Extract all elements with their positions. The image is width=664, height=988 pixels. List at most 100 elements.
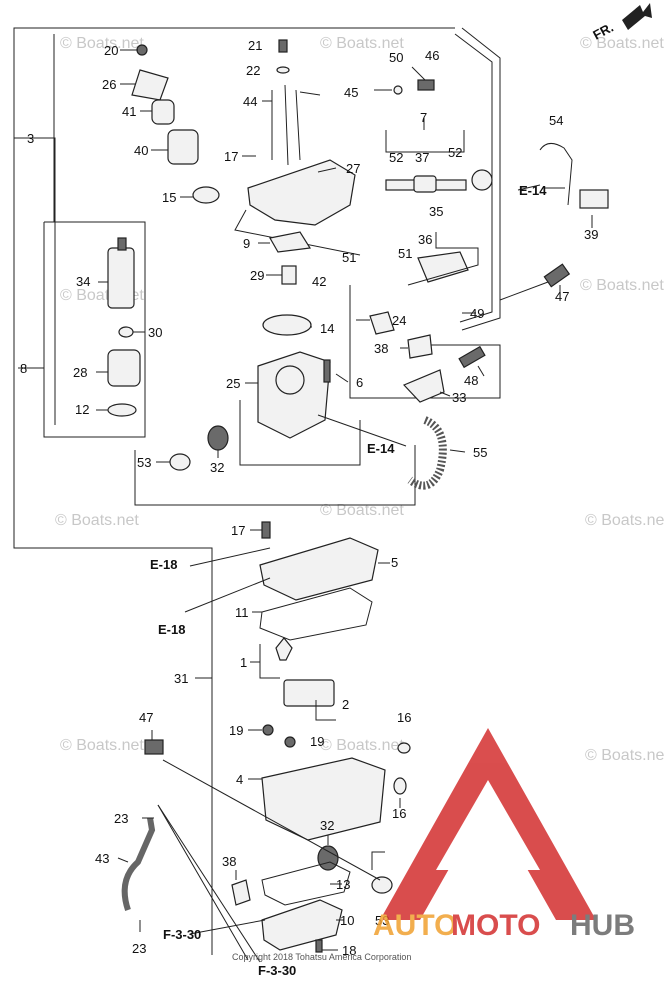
callout-15[interactable]: 15 <box>162 190 176 205</box>
callout-20[interactable]: 20 <box>104 43 118 58</box>
callout-17-top[interactable]: 17 <box>224 149 238 164</box>
o-ring <box>107 403 137 417</box>
callout-23-bottom[interactable]: 23 <box>132 941 146 956</box>
callout-47-bottom[interactable]: 47 <box>139 710 153 725</box>
washer-50 <box>393 85 403 95</box>
screw <box>136 44 148 56</box>
callout-10[interactable]: 10 <box>340 913 354 928</box>
logo-mark-icon <box>380 728 596 920</box>
callout-17-bottom[interactable]: 17 <box>231 523 245 538</box>
callout-35[interactable]: 35 <box>429 204 443 219</box>
callout-49[interactable]: 49 <box>470 306 484 321</box>
callout-51-right[interactable]: 51 <box>398 246 412 261</box>
valve-29 <box>281 265 297 285</box>
fuel-pump-cushion <box>118 326 134 338</box>
fuel-filter <box>167 129 199 165</box>
callout-6[interactable]: 6 <box>356 375 363 390</box>
callout-4[interactable]: 4 <box>236 772 243 787</box>
watermark-text: © Boats.net <box>320 35 404 52</box>
logo-moto-text: MOTO <box>451 909 540 942</box>
callout-14[interactable]: 14 <box>320 321 334 336</box>
clamp-38b <box>231 879 251 906</box>
callout-37[interactable]: 37 <box>415 150 429 165</box>
logo-mark-inner <box>436 780 540 870</box>
callout-32-bottom[interactable]: 32 <box>320 818 334 833</box>
callout-9[interactable]: 9 <box>243 236 250 251</box>
ref-e14-middle[interactable]: E-14 <box>367 441 395 456</box>
callout-18[interactable]: 18 <box>342 943 356 958</box>
callout-48[interactable]: 48 <box>464 373 478 388</box>
callout-16-top[interactable]: 16 <box>397 710 411 725</box>
callout-27[interactable]: 27 <box>346 161 360 176</box>
callout-39[interactable]: 39 <box>584 227 598 242</box>
callout-23-top[interactable]: 23 <box>114 811 128 826</box>
front-arrow-icon <box>622 3 652 30</box>
callout-19-right[interactable]: 19 <box>310 734 324 749</box>
callout-47-top[interactable]: 47 <box>555 289 569 304</box>
callout-41[interactable]: 41 <box>122 104 136 119</box>
callout-21[interactable]: 21 <box>248 38 262 53</box>
callout-42[interactable]: 42 <box>312 274 326 289</box>
cover-10 <box>261 899 343 951</box>
callout-45[interactable]: 45 <box>344 85 358 100</box>
callout-51-left[interactable]: 51 <box>342 250 356 265</box>
callout-29[interactable]: 29 <box>250 268 264 283</box>
callout-52-right[interactable]: 52 <box>448 145 462 160</box>
ref-f330-bottom[interactable]: F-3-30 <box>258 963 296 978</box>
callout-12[interactable]: 12 <box>75 402 89 417</box>
injector-1 <box>275 637 293 661</box>
callout-43[interactable]: 43 <box>95 851 109 866</box>
fuel-pump-group <box>96 237 145 417</box>
gasket-13 <box>261 861 351 906</box>
screw-19 <box>262 724 274 736</box>
gasket-11 <box>259 587 373 641</box>
callout-34[interactable]: 34 <box>76 274 90 289</box>
callout-7[interactable]: 7 <box>420 110 427 125</box>
bolt-48 <box>458 345 486 369</box>
clip-39 <box>579 189 609 209</box>
watermark-text: © Boats.net <box>580 35 664 52</box>
callout-11[interactable]: 11 <box>235 605 249 620</box>
callout-25[interactable]: 25 <box>226 376 240 391</box>
callouts: 3 20 26 41 40 15 21 22 44 45 50 46 7 52 … <box>20 38 598 958</box>
callout-22[interactable]: 22 <box>246 63 260 78</box>
callout-38-top[interactable]: 38 <box>374 341 388 356</box>
logo-auto-text: AUTO <box>373 909 457 942</box>
callout-1[interactable]: 1 <box>240 655 247 670</box>
callout-3[interactable]: 3 <box>27 131 34 146</box>
ref-e18-top[interactable]: E-18 <box>150 557 177 572</box>
pressure-regulator <box>417 251 469 283</box>
spring <box>151 99 175 125</box>
callout-26[interactable]: 26 <box>102 77 116 92</box>
callout-54[interactable]: 54 <box>549 113 563 128</box>
callout-16-bottom[interactable]: 16 <box>392 806 406 821</box>
callout-53-top[interactable]: 53 <box>137 455 151 470</box>
callout-36[interactable]: 36 <box>418 232 432 247</box>
regulator-spring <box>413 175 437 193</box>
ref-f330-left[interactable]: F-3-30 <box>163 927 201 942</box>
callout-44[interactable]: 44 <box>243 94 257 109</box>
callout-50[interactable]: 50 <box>389 50 403 65</box>
callout-33[interactable]: 33 <box>452 390 466 405</box>
callout-2[interactable]: 2 <box>342 697 349 712</box>
callout-30[interactable]: 30 <box>148 325 162 340</box>
callout-19-left[interactable]: 19 <box>229 723 243 738</box>
callout-24[interactable]: 24 <box>392 313 406 328</box>
callout-13[interactable]: 13 <box>336 877 350 892</box>
callout-55[interactable]: 55 <box>473 445 487 460</box>
ref-e18-bottom[interactable]: E-18 <box>158 622 185 637</box>
grommet-32 <box>207 425 229 451</box>
callout-32-top[interactable]: 32 <box>210 460 224 475</box>
watermark-text: © Boats.net <box>320 737 404 754</box>
callout-5[interactable]: 5 <box>391 555 398 570</box>
callout-52-left[interactable]: 52 <box>389 150 403 165</box>
callout-31[interactable]: 31 <box>174 671 188 686</box>
callout-40[interactable]: 40 <box>134 143 148 158</box>
callout-8[interactable]: 8 <box>20 361 27 376</box>
callout-46[interactable]: 46 <box>425 48 439 63</box>
callout-28[interactable]: 28 <box>73 365 87 380</box>
callout-38-bottom[interactable]: 38 <box>222 854 236 869</box>
ref-e14-top[interactable]: E-14 <box>519 183 547 198</box>
copyright-text: Copyright 2018 Tohatsu America Corporati… <box>232 952 411 962</box>
